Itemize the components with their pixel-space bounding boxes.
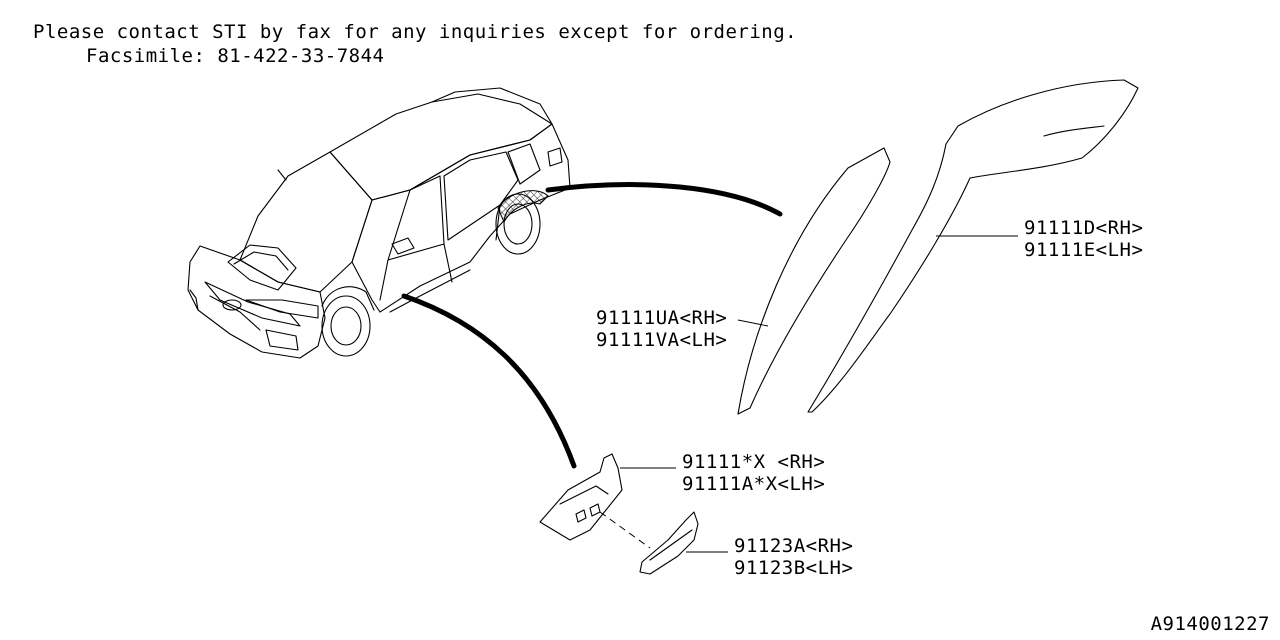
callout-91111AX-lh: 91111A*X<LH>: [682, 473, 825, 495]
notice-fax-line: Facsimile: 81-422-33-7844: [86, 45, 384, 67]
part-fender-trim-narrow: [737, 147, 891, 415]
leader-curve-front: [401, 293, 577, 469]
callout-91123B-lh: 91123B<LH>: [734, 557, 853, 579]
car-illustration: [187, 87, 571, 359]
callout-91123A-rh: 91123A<RH>: [734, 535, 853, 557]
callout-91111X-rh: 91111*X <RH>: [682, 451, 825, 473]
part-sill-bracket: [639, 511, 699, 575]
callout-91111VA-lh: 91111VA<LH>: [596, 329, 727, 351]
part-rear-arch-molding: [807, 79, 1139, 413]
part-sill-molding: [539, 453, 623, 541]
notice-line-1: Please contact STI by fax for any inquir…: [33, 21, 797, 43]
callout-91111D-rh: 91111D<RH>: [1024, 217, 1143, 239]
callout-91111UA-rh: 91111UA<RH>: [596, 307, 727, 329]
leader-line-91111UA: [737, 319, 769, 327]
leader-curve-rear: [545, 182, 783, 217]
dashed-link-line: [599, 511, 651, 549]
callout-91111E-lh: 91111E<LH>: [1024, 239, 1143, 261]
diagram-id: A914001227: [1151, 613, 1270, 635]
